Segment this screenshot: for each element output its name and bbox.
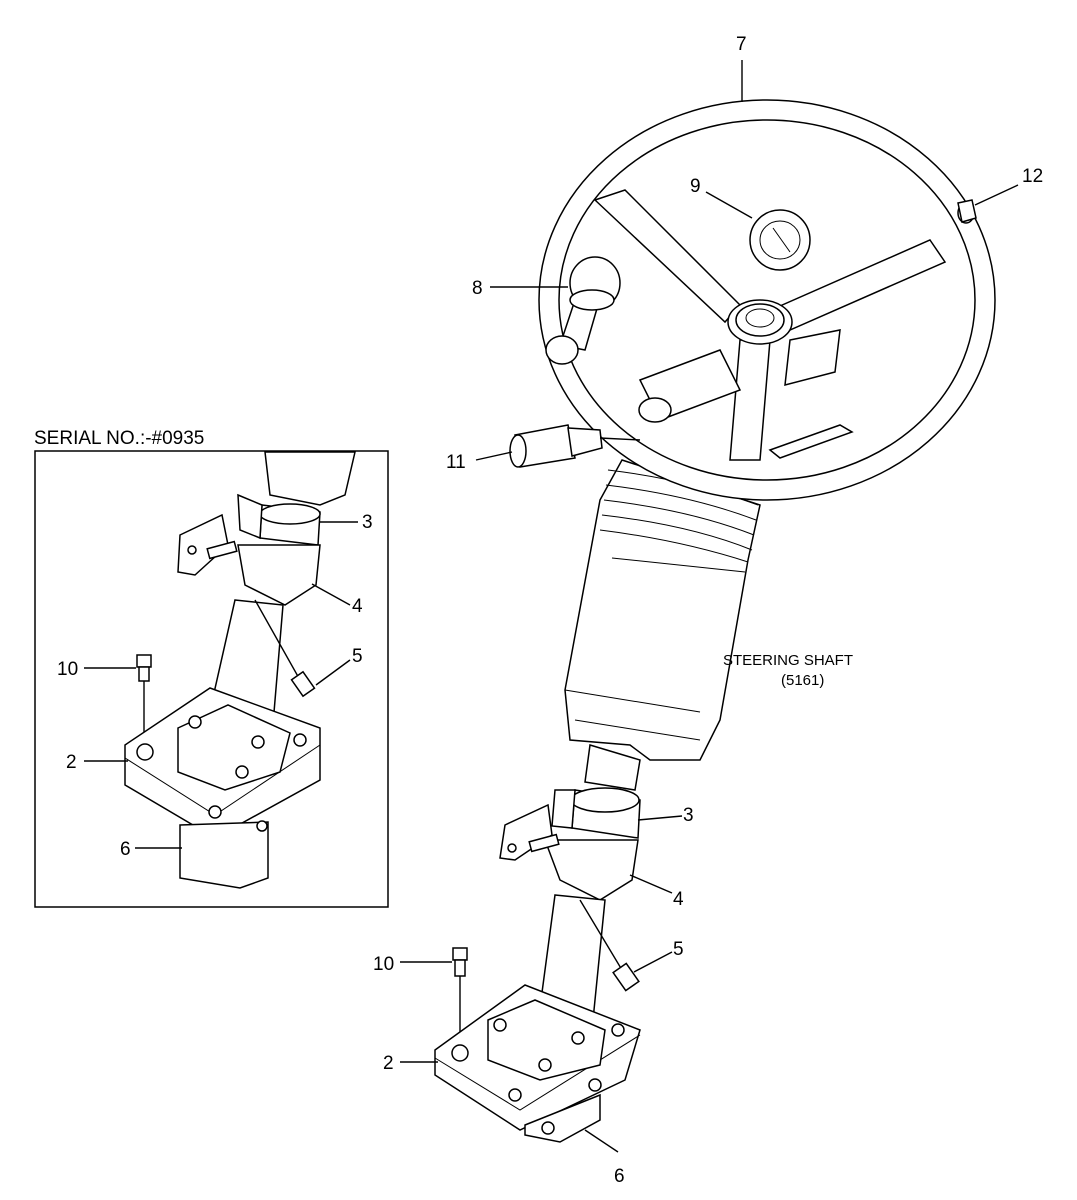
main-assembly: 7 9 12 8 11 3 4 5 10 2 6 STEERING SHAFT …: [373, 34, 1043, 1187]
bolt-5: [579, 899, 640, 992]
callout-2-main: 2: [383, 1053, 394, 1074]
collar: [551, 787, 641, 839]
callout-11: 11: [446, 452, 466, 473]
gasket: [524, 1093, 601, 1143]
spinner-knob: [569, 256, 621, 311]
caption-part-number: (5161): [781, 672, 824, 689]
inset-callout-4: 4: [352, 596, 363, 617]
inset-callout-6: 6: [120, 839, 131, 860]
bolt-10: [452, 947, 468, 1040]
caption-steering-shaft: STEERING SHAFT: [723, 652, 853, 669]
inset-title: SERIAL NO.:-#0935: [34, 428, 204, 449]
inset-callout-2: 2: [66, 752, 77, 773]
callout-8: 8: [472, 278, 483, 299]
inset-callout-5: 5: [352, 646, 363, 667]
steering-column: [564, 459, 761, 791]
steering-wheel: [538, 99, 996, 501]
clamp-bracket: [499, 803, 639, 901]
inset-panel: SERIAL NO.:-#0935: [34, 428, 389, 908]
horn-button-cap: [749, 209, 811, 271]
inset-callout-10: 10: [57, 659, 78, 680]
callout-6-main: 6: [614, 1166, 625, 1187]
main-leader-lines: [400, 60, 1019, 1153]
callout-4-main: 4: [673, 889, 684, 910]
right-stalk: [768, 424, 854, 459]
callout-3-main: 3: [683, 805, 694, 826]
inset-frame: [34, 450, 389, 908]
callout-5-main: 5: [673, 939, 684, 960]
callout-12: 12: [1022, 166, 1043, 187]
lever-handle: [509, 424, 641, 468]
inset-callout-3: 3: [362, 512, 373, 533]
callout-10-main: 10: [373, 954, 394, 975]
callout-7: 7: [736, 34, 747, 55]
base-plate: [434, 984, 641, 1131]
callout-9: 9: [690, 176, 701, 197]
small-plug: [957, 199, 977, 224]
